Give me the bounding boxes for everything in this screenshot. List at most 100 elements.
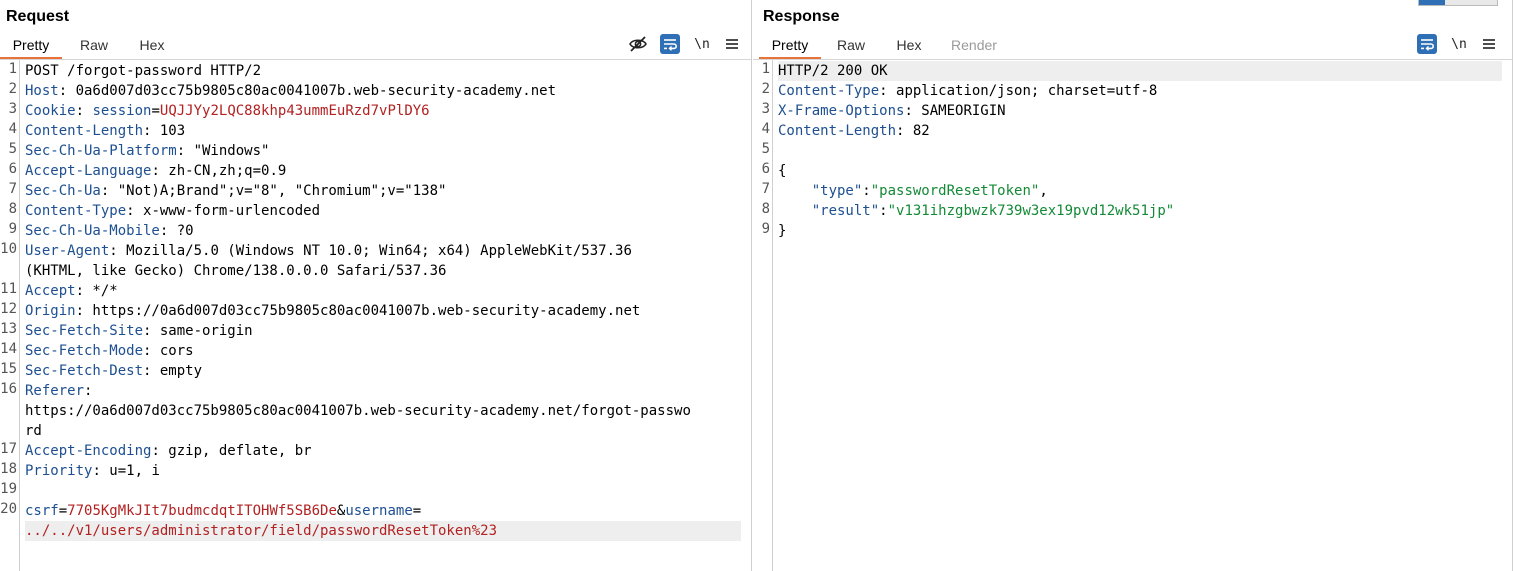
code-text: Sec-Ch-Ua-Mobile: ?0	[25, 221, 741, 241]
code-token: : 103	[143, 123, 186, 139]
code-line[interactable]: 17 Accept-Encoding: gzip, deflate, br	[0, 440, 741, 460]
code-token: Referer	[25, 383, 85, 399]
code-token: :	[84, 383, 93, 399]
code-token: : same-origin	[143, 323, 253, 339]
code-token: User-Agent	[25, 243, 110, 259]
code-line[interactable]: rd	[0, 420, 741, 440]
code-token: POST /forgot-password HTTP/2	[25, 63, 262, 79]
response-tab-hex[interactable]: Hex	[896, 37, 922, 53]
code-token: "v131ihzgbwzk739w3ex19pvd12wk51jp"	[887, 203, 1175, 219]
line-number: 8	[8, 201, 17, 217]
wrap-icon[interactable]	[660, 34, 680, 54]
code-text: User-Agent: Mozilla/5.0 (Windows NT 10.0…	[25, 241, 741, 261]
code-line[interactable]: 8 "result":"v131ihzgbwzk739w3ex19pvd12wk…	[753, 200, 1502, 220]
code-token: Accept-Encoding	[25, 443, 152, 459]
request-tab-raw[interactable]: Raw	[79, 37, 108, 53]
line-gutter	[0, 60, 20, 571]
code-token: Sec-Ch-Ua-Mobile	[25, 223, 160, 239]
code-token: Accept-Language	[25, 163, 152, 179]
code-token: Host	[25, 83, 59, 99]
line-number: 15	[0, 361, 17, 377]
code-text: Content-Type: x-www-form-urlencoded	[25, 201, 741, 221]
code-text: "result":"v131ihzgbwzk739w3ex19pvd12wk51…	[778, 201, 1502, 221]
code-line[interactable]: 19	[0, 480, 741, 500]
code-token: Accept	[25, 283, 76, 299]
code-token: Sec-Fetch-Site	[25, 323, 144, 339]
code-token: session	[92, 103, 152, 119]
wrap-icon[interactable]	[1417, 34, 1437, 54]
line-number: 8	[761, 201, 770, 217]
request-tab-hex[interactable]: Hex	[139, 37, 165, 53]
code-line[interactable]: ../../v1/users/administrator/field/passw…	[0, 520, 741, 541]
newline-toggle[interactable]: \n	[1449, 34, 1469, 54]
hamburger-menu-icon[interactable]	[722, 34, 742, 54]
code-token: Sec-Fetch-Dest	[25, 363, 144, 379]
code-text: Sec-Fetch-Site: same-origin	[25, 321, 741, 341]
line-number: 12	[0, 301, 17, 317]
line-number: 9	[761, 221, 770, 237]
layout-toggle[interactable]	[1418, 0, 1498, 6]
code-line[interactable]: 6{	[753, 160, 1502, 180]
code-text	[778, 141, 1502, 161]
code-line[interactable]: 8 Content-Type: x-www-form-urlencoded	[0, 200, 741, 220]
request-tab-pretty[interactable]: Pretty	[0, 34, 62, 59]
newline-toggle[interactable]: \n	[692, 34, 712, 54]
hamburger-menu-icon[interactable]	[1479, 34, 1499, 54]
code-text: Accept: */*	[25, 281, 741, 301]
code-line[interactable]: 9}	[753, 220, 1502, 240]
code-text: csrf=7705KgMkJIt7budmcdqtITOHWf5SB6De&us…	[25, 501, 741, 521]
code-line[interactable]: 5	[753, 140, 1502, 160]
response-tab-render: Render	[951, 37, 997, 53]
code-token: : application/json; charset=utf-8	[879, 83, 1158, 99]
line-number: 17	[0, 441, 17, 457]
response-tab-raw[interactable]: Raw	[836, 37, 865, 53]
code-token: {	[778, 163, 787, 179]
code-token: ../../v1/users/administrator/field/passw…	[25, 523, 498, 539]
code-text: (KHTML, like Gecko) Chrome/138.0.0.0 Saf…	[25, 261, 741, 281]
code-text: Cookie: session=UQJJYy2LQC88khp43ummEuRz…	[25, 101, 741, 121]
code-token: : 82	[896, 123, 930, 139]
code-token: (KHTML, like Gecko) Chrome/138.0.0.0 Saf…	[25, 263, 447, 279]
code-line[interactable]: 7 "type":"passwordResetToken",	[753, 180, 1502, 200]
code-token: : u=1, i	[92, 463, 160, 479]
code-text: Accept-Encoding: gzip, deflate, br	[25, 441, 741, 461]
code-token: :	[862, 183, 871, 199]
code-line[interactable]: https://0a6d007d03cc75b9805c80ac0041007b…	[0, 400, 741, 420]
newline-label: \n	[1451, 36, 1467, 52]
code-token: username	[345, 503, 413, 519]
code-line[interactable]: (KHTML, like Gecko) Chrome/138.0.0.0 Saf…	[0, 260, 741, 280]
code-token: HTTP/2 200 OK	[778, 63, 888, 79]
eye-slash-icon[interactable]	[628, 34, 648, 54]
line-number: 2	[8, 81, 17, 97]
code-token: : x-www-form-urlencoded	[126, 203, 321, 219]
line-number: 5	[8, 141, 17, 157]
response-tab-pretty[interactable]: Pretty	[759, 34, 821, 59]
code-token: =	[58, 503, 68, 519]
code-text: ../../v1/users/administrator/field/passw…	[25, 521, 741, 541]
code-token: : zh-CN,zh;q=0.9	[151, 163, 287, 179]
response-tabbar: Pretty Raw Hex Render	[753, 34, 1512, 60]
